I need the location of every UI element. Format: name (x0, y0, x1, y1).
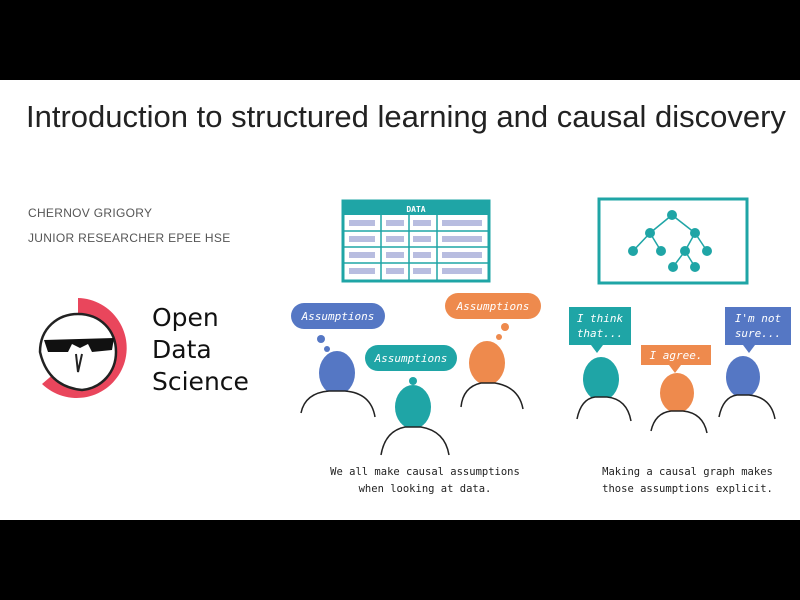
i-agree-bubble: I agree. (641, 345, 711, 373)
svg-text:I'm not: I'm not (735, 312, 782, 325)
svg-text:sure...: sure... (735, 327, 781, 340)
assumptions-bubble-orange: Assumptions (445, 293, 541, 340)
author-name: CHERNOV GRIGORY (28, 206, 153, 220)
i-think-that-bubble: I think that... (569, 307, 631, 353)
person-teal-right (576, 357, 632, 422)
assumptions-bubble-teal: Assumptions (365, 345, 457, 394)
logo-line-open: Open (152, 303, 219, 332)
person-teal-left (380, 385, 450, 456)
author-role: JUNIOR RESEARCHER EPEE HSE (28, 231, 231, 245)
slide-title: Introduction to structured learning and … (26, 99, 786, 134)
logo-line-science: Science (152, 367, 249, 396)
person-blue-left (300, 351, 376, 418)
person-blue-right (718, 356, 776, 420)
svg-text:Assumptions: Assumptions (374, 352, 448, 365)
im-not-sure-bubble: I'm not sure... (725, 307, 791, 353)
logo-line-data: Data (152, 335, 212, 364)
caption-left: We all make causal assumptions when look… (330, 466, 520, 495)
svg-text:Assumptions: Assumptions (301, 310, 375, 323)
caption-right: Making a causal graph makes those assump… (602, 466, 773, 495)
data-table-icon: DATA (341, 199, 491, 283)
slide: Introduction to structured learning and … (0, 80, 800, 520)
person-orange-right (650, 373, 708, 434)
svg-text:Assumptions: Assumptions (456, 300, 530, 313)
causal-illustration: DATA (291, 197, 791, 456)
ods-logo-icon (38, 298, 127, 398)
svg-text:that...: that... (577, 327, 623, 340)
causal-graph-icon (597, 197, 749, 285)
svg-text:I think: I think (577, 312, 624, 325)
person-orange-left (460, 341, 524, 410)
assumptions-bubble-blue: Assumptions (291, 303, 385, 352)
ods-logo-text: Open Data Science (152, 302, 249, 398)
table-header-label: DATA (406, 205, 425, 214)
svg-text:I agree.: I agree. (650, 349, 703, 362)
